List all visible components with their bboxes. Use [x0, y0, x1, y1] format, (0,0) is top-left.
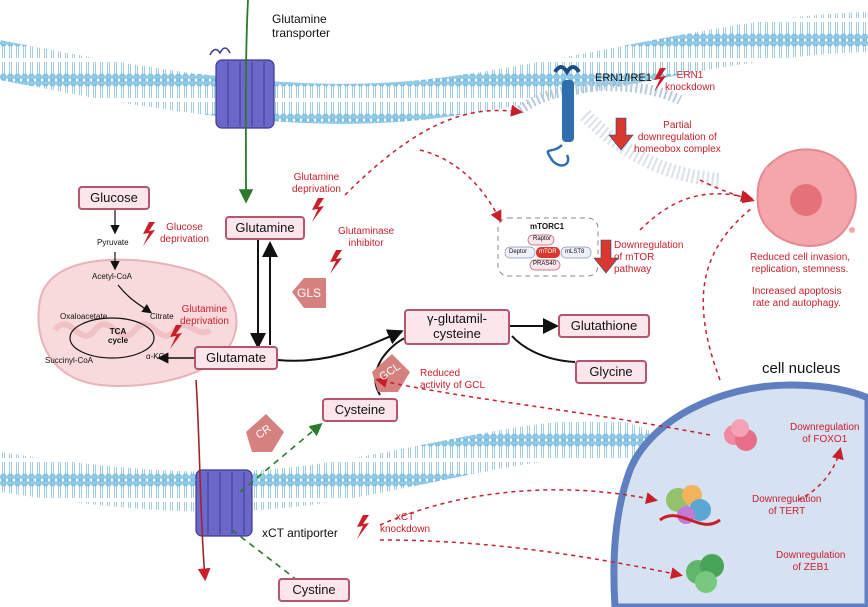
- citrate-label: Citrate: [150, 312, 174, 321]
- mtor-label: mTOR: [539, 249, 557, 255]
- gls-enzyme-icon: [292, 278, 326, 308]
- cell-nucleus: [610, 381, 868, 607]
- xct-antiporter-label: xCT antiporter: [262, 526, 338, 540]
- tca-cycle-label: TCA cycle: [108, 327, 129, 345]
- cell-nucleus-label: cell nucleus: [762, 360, 841, 377]
- ern1-label: ERN1/IRE1: [595, 72, 652, 84]
- xct-knockdown-annotation: xCT knockdown: [380, 512, 431, 535]
- cysteine-box: Cysteine: [322, 398, 398, 422]
- reduced-invasion-annotation: Reduced cell invasion, replication, stem…: [750, 252, 851, 275]
- lightning-icon: [312, 198, 324, 222]
- raptor-label: Raptor: [533, 236, 552, 242]
- ern1-knockdown-annotation: ERN1 knockdown: [665, 70, 716, 93]
- reduced-gcl-annotation: Reduced activity of GCL: [420, 368, 486, 391]
- ern1-receptor-icon: [517, 65, 721, 187]
- pyruvate-label: Pyruvate: [97, 238, 129, 247]
- cr-enzyme-icon: [246, 414, 284, 452]
- gls-label: GLS: [297, 286, 322, 300]
- akg-label: α-KG: [146, 352, 165, 361]
- xct-antiporter-icon: [195, 469, 253, 537]
- glycine-box: Glycine: [575, 360, 647, 384]
- partial-downregulation-annotation: Partial downregulation of homeobox compl…: [634, 120, 721, 155]
- glucose-box: Glucose: [78, 186, 150, 210]
- gamma-glutamyl-cysteine-box: γ-glutamil- cysteine: [404, 309, 510, 345]
- glutamine-deprivation-annotation: Glutamine deprivation: [292, 172, 341, 195]
- lightning-icon: [357, 515, 369, 539]
- glucose-deprivation-annotation: Glucose deprivation: [160, 222, 209, 245]
- down-tert-annotation: Downregulation of TERT: [752, 494, 822, 517]
- downregulation-mtor-annotation: Downregulation of mTOR pathway: [614, 240, 684, 275]
- glutamine-transporter-icon: [209, 47, 275, 129]
- glutaminase-inhibitor-annotation: Glutaminase inhibitor: [338, 226, 395, 249]
- increased-apoptosis-annotation: Increased apoptosis rate and autophagy.: [752, 286, 842, 309]
- cystine-box: Cystine: [278, 578, 350, 602]
- acetyl-coa-label: Acetyl-CoA: [92, 272, 133, 281]
- lightning-icon: [170, 325, 182, 349]
- down-arrow-homeobox: [608, 117, 634, 151]
- cancer-cell-icon: [756, 148, 857, 247]
- tert-protein-icon: [659, 485, 721, 526]
- down-zeb1-annotation: Downregulation of ZEB1: [776, 550, 846, 573]
- zeb1-protein-icon: [686, 554, 724, 593]
- deptor-label: Deptor: [509, 249, 528, 255]
- oxaloacetate-label: Oxaloacetate: [60, 312, 108, 321]
- succinyl-coa-label: Succinyl-CoA: [45, 356, 94, 365]
- lightning-icon: [330, 250, 342, 274]
- glutathione-box: Glutathione: [558, 314, 650, 338]
- down-arrow-mtor: [593, 239, 619, 274]
- foxo1-protein-icon: [724, 419, 757, 451]
- lightning-icon: [654, 68, 666, 92]
- top-membrane: [0, 12, 868, 124]
- glutamine-transporter-label: Glutamine transporter: [272, 12, 331, 41]
- glutamine-box: Glutamine: [225, 216, 305, 240]
- glutamine-deprivation-mito-annotation: Glutamine deprivation: [180, 304, 229, 327]
- mtorc1-label: mTORC1: [530, 222, 565, 231]
- down-foxo1-annotation: Downregulation of FOXO1: [790, 422, 860, 445]
- glutamate-box: Glutamate: [194, 346, 278, 370]
- mlst8-label: mLST8: [565, 249, 585, 255]
- bottom-membrane: [0, 420, 742, 607]
- pras40-label: PRAS40: [533, 261, 557, 267]
- lightning-icon: [143, 222, 155, 246]
